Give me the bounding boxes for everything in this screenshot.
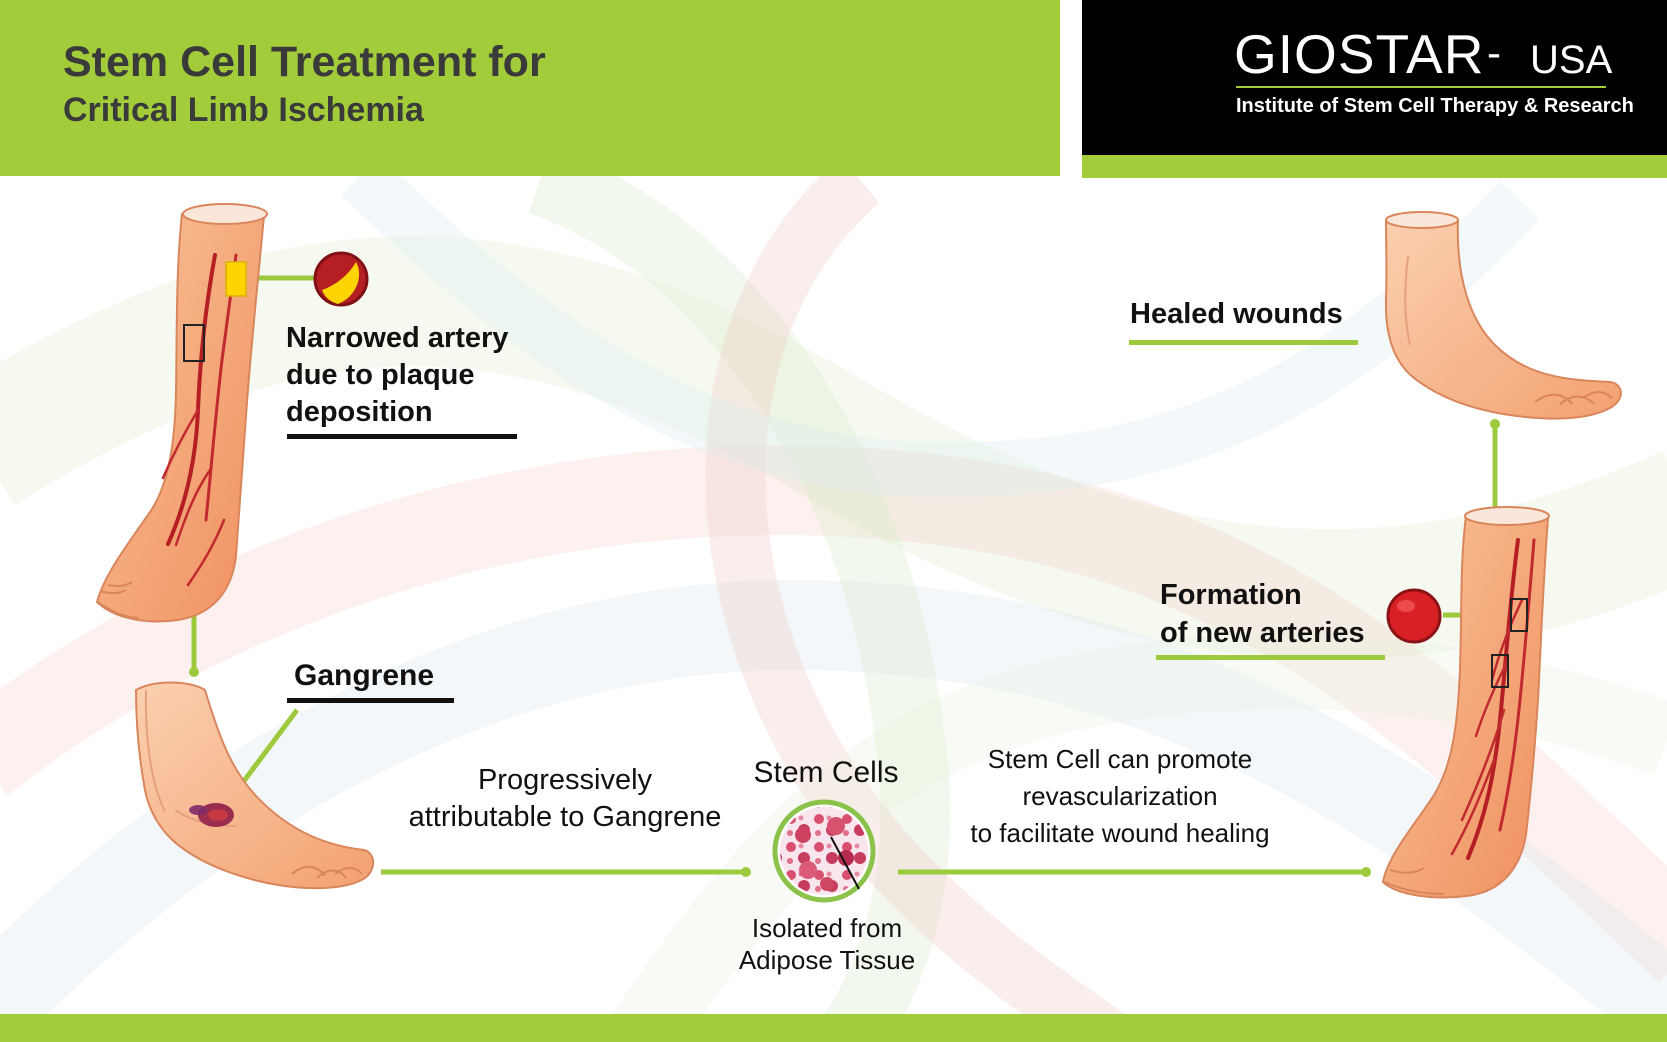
new-artery-detail-box-2 — [1491, 654, 1509, 688]
label-revascularization: Stem Cell can promote revascularization … — [955, 741, 1285, 852]
narrowed-artery-cross-section-icon — [313, 251, 369, 307]
bottom-band — [0, 1014, 1667, 1042]
label-revascularization-line-1: Stem Cell can promote — [987, 744, 1253, 774]
label-narrowed-artery: Narrowed artery due to plaque deposition — [286, 320, 508, 431]
label-narrowed-artery-line-3: deposition — [286, 396, 433, 428]
label-isolated-line-1: Isolated from — [751, 913, 903, 943]
label-underline-healed-wounds — [1129, 340, 1358, 345]
brand-panel — [1082, 0, 1667, 155]
label-revascularization-line-3: to facilitate wound healing — [970, 818, 1270, 848]
label-progressive-line-1: Progressively — [477, 764, 653, 796]
new-artery-cross-section-icon — [1386, 588, 1442, 644]
label-progressive: Progressively attributable to Gangrene — [394, 762, 736, 836]
page-title-line-1: Stem Cell Treatment for — [63, 38, 546, 86]
bg-ribbon-5 — [705, 157, 1128, 1042]
label-formation: Formation of new arteries — [1160, 576, 1365, 652]
gangrene-foot-illustration — [134, 681, 375, 890]
label-narrowed-artery-line-1: Narrowed artery — [286, 322, 509, 354]
bg-ribbon-1 — [0, 236, 1667, 660]
brand-divider — [1236, 86, 1606, 88]
label-underline-formation — [1156, 655, 1385, 660]
brand-panel-stripe — [1082, 155, 1667, 178]
bg-ribbon-6 — [340, 155, 1540, 498]
label-underline-narrowed-artery — [287, 434, 517, 439]
top-left-leg-illustration — [95, 203, 268, 623]
bottom-right-node — [1361, 867, 1371, 877]
healed-foot-illustration — [1384, 211, 1622, 420]
new-artery-detail-box-1 — [1510, 598, 1528, 632]
stem-cell-illustration — [772, 799, 876, 903]
label-narrowed-artery-line-2: due to plaque — [286, 359, 475, 391]
top-left-vertical-node — [189, 667, 199, 677]
right-leg-illustration — [1381, 506, 1550, 899]
brand-dash: - — [1487, 29, 1501, 76]
label-gangrene: Gangrene — [294, 659, 435, 692]
label-stem-cells: Stem Cells — [753, 756, 899, 789]
brand-suffix: USA — [1530, 38, 1613, 82]
header-title-panel — [0, 0, 1060, 176]
label-formation-line-2: of new arteries — [1160, 617, 1365, 649]
label-revascularization-line-2: revascularization — [1022, 781, 1218, 811]
brand-name: GIOSTAR — [1234, 23, 1485, 85]
label-healed-wounds: Healed wounds — [1130, 298, 1343, 330]
label-isolated-from-adipose-tissue: Isolated from Adipose Tissue — [727, 912, 927, 976]
artery-detail-box — [183, 324, 205, 362]
brand-tagline: Institute of Stem Cell Therapy & Researc… — [1236, 95, 1634, 117]
label-formation-line-1: Formation — [1160, 579, 1302, 611]
bottom-left-node — [741, 867, 751, 877]
right-vertical-node — [1490, 419, 1500, 429]
label-underline-gangrene — [287, 698, 454, 703]
bg-ribbon-2 — [0, 445, 1667, 983]
page-title-line-2: Critical Limb Ischemia — [63, 91, 424, 129]
label-progressive-line-2: attributable to Gangrene — [408, 801, 722, 833]
narrowed-artery-marker — [225, 261, 247, 297]
bg-ribbon-4 — [528, 146, 951, 1042]
label-isolated-line-2: Adipose Tissue — [738, 945, 916, 975]
